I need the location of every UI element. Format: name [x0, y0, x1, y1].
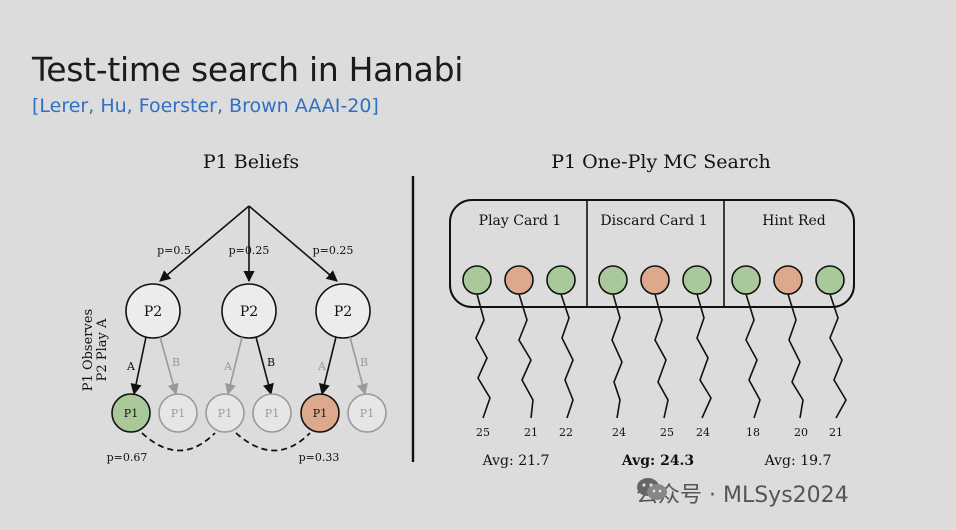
p1-leaf-label-6: P1 — [360, 407, 374, 420]
p2-label-left: P2 — [144, 304, 162, 320]
p1-leaf-label-3: P1 — [218, 407, 232, 420]
edge-a-left — [130, 336, 147, 396]
p1-leaf-2 — [158, 393, 198, 433]
p1-leaf-label-4: P1 — [265, 407, 279, 420]
rollout-value-4: 24 — [612, 426, 626, 439]
rollout-3 — [560, 293, 574, 419]
citation-link[interactable]: [Lerer, Hu, Foerster, Brown AAAI-20] — [32, 95, 379, 117]
sample-node-8 — [773, 265, 803, 295]
rollout-value-8: 20 — [794, 426, 808, 439]
p1-leaf-label-1: P1 — [124, 407, 138, 420]
sample-node-2 — [504, 265, 534, 295]
edge-b-right — [349, 336, 368, 396]
sample-node-3 — [546, 265, 576, 295]
p2-node-right — [315, 283, 371, 339]
avg-play-card-1: Avg: 21.7 — [482, 453, 550, 469]
p2-label-middle: P2 — [240, 304, 258, 320]
watermark-text: 公众号 · MLSys2024 — [636, 483, 849, 508]
rollout-value-2: 21 — [524, 426, 538, 439]
action-b-middle: B — [267, 356, 275, 369]
action-hint-red: Hint Red — [762, 213, 826, 229]
sample-node-6 — [682, 265, 712, 295]
rollout-9 — [829, 293, 847, 419]
edge-b-middle — [255, 336, 274, 396]
action-play-card-1: Play Card 1 — [479, 213, 562, 229]
sample-node-5 — [640, 265, 670, 295]
action-discard-card-1: Discard Card 1 — [600, 213, 707, 229]
p2-node-middle — [221, 283, 277, 339]
prob-right: p=0.33 — [299, 451, 340, 464]
p1-leaf-4 — [252, 393, 292, 433]
p1-leaf-label-5: P1 — [313, 407, 327, 420]
dashed-arc-right — [235, 432, 311, 452]
p2-label-right: P2 — [334, 304, 352, 320]
rollout-value-1: 25 — [476, 426, 490, 439]
p1-leaf-3 — [205, 393, 245, 433]
slide-title: Test-time search in Hanabi — [32, 50, 464, 89]
action-a-middle: A — [223, 360, 233, 373]
avg-discard-card-1: Avg: 24.3 — [621, 453, 694, 469]
rollout-2 — [518, 293, 534, 419]
rollout-value-7: 18 — [746, 426, 760, 439]
beliefs-heading: P1 Beliefs — [203, 151, 299, 173]
sample-node-1 — [462, 265, 492, 295]
avg-hint-red: Avg: 19.7 — [764, 453, 832, 469]
p1-leaf-5 — [300, 393, 340, 433]
edge-a-right — [318, 336, 337, 396]
sample-node-9 — [815, 265, 845, 295]
branch-prob-left: p=0.5 — [157, 244, 191, 257]
action-a-left: A — [126, 360, 136, 373]
rollout-7 — [745, 293, 761, 419]
p1-leaf-label-2: P1 — [171, 407, 185, 420]
side-label-line1: P1 Observes — [81, 309, 96, 391]
rollout-value-9: 21 — [829, 426, 843, 439]
action-a-right: A — [317, 360, 327, 373]
search-heading: P1 One-Ply MC Search — [551, 151, 771, 173]
prob-left: p=0.67 — [107, 451, 148, 464]
rollout-4 — [611, 293, 623, 419]
wechat-icon — [637, 478, 667, 500]
rollout-6 — [696, 293, 712, 419]
action-b-right: B — [360, 356, 368, 369]
rollout-5 — [654, 293, 669, 419]
sample-node-7 — [731, 265, 761, 295]
rollout-value-5: 25 — [660, 426, 674, 439]
watermark: 公众号 · MLSys2024 — [636, 477, 849, 509]
edge-a-middle — [224, 336, 243, 396]
branch-prob-right: p=0.25 — [313, 244, 354, 257]
actions-box — [449, 199, 855, 308]
root-branch-left — [159, 205, 250, 282]
rollout-value-6: 24 — [696, 426, 710, 439]
p1-leaf-1 — [111, 393, 151, 433]
branch-prob-middle: p=0.25 — [229, 244, 270, 257]
rollout-1 — [475, 293, 491, 419]
rollout-value-3: 22 — [559, 426, 573, 439]
rollout-8 — [787, 293, 804, 419]
sample-node-4 — [598, 265, 628, 295]
p2-node-left — [125, 283, 181, 339]
root-branch-right — [248, 205, 338, 282]
p1-leaf-6 — [347, 393, 387, 433]
dashed-arc-left — [141, 432, 216, 452]
edge-b-left — [159, 336, 179, 396]
side-label-line2: P2 Play A — [95, 318, 110, 381]
action-b-left: B — [172, 356, 180, 369]
